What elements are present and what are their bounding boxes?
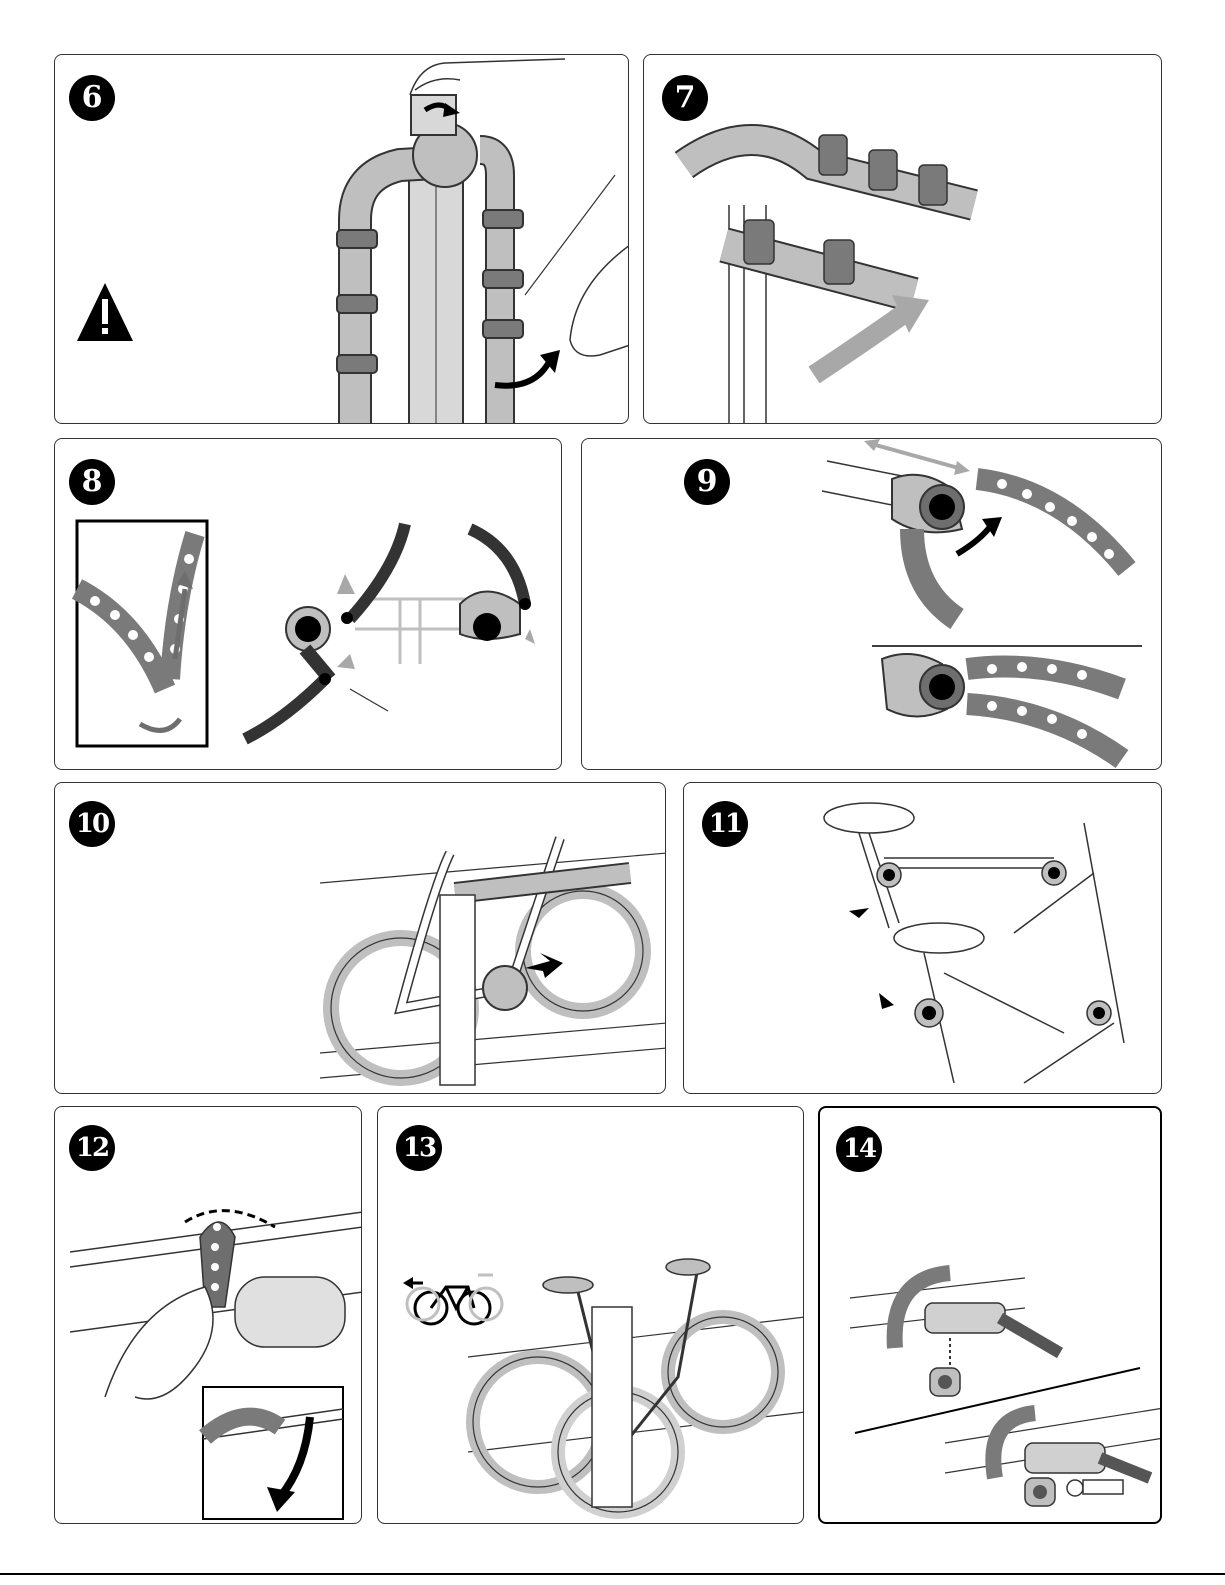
step-10-illustration	[55, 783, 666, 1094]
step-13-panel: 13	[377, 1106, 804, 1524]
step-6-illustration	[55, 55, 629, 424]
step-11-illustration	[684, 783, 1162, 1094]
step-7-panel: 7	[643, 54, 1162, 424]
step-13-illustration	[378, 1107, 804, 1524]
step-6-panel: 6	[54, 54, 629, 424]
step-7-illustration	[644, 55, 1162, 424]
page-bottom-rule	[0, 1573, 1225, 1575]
step-12-illustration	[55, 1107, 362, 1524]
step-11-panel: 11	[683, 782, 1162, 1094]
cable-lock-icon	[930, 1338, 960, 1396]
warning-triangle-icon	[77, 283, 133, 341]
step-8-panel: 8	[54, 438, 562, 770]
key-icon	[1067, 1480, 1123, 1496]
step-14-panel: 14	[818, 1106, 1162, 1524]
step-8-illustration	[55, 439, 562, 770]
step-12-panel: 12	[54, 1106, 362, 1524]
step-9-illustration	[582, 439, 1162, 770]
step-14-illustration	[820, 1108, 1162, 1524]
step-9-panel: 9	[581, 438, 1162, 770]
step-10-panel: 10	[54, 782, 666, 1094]
